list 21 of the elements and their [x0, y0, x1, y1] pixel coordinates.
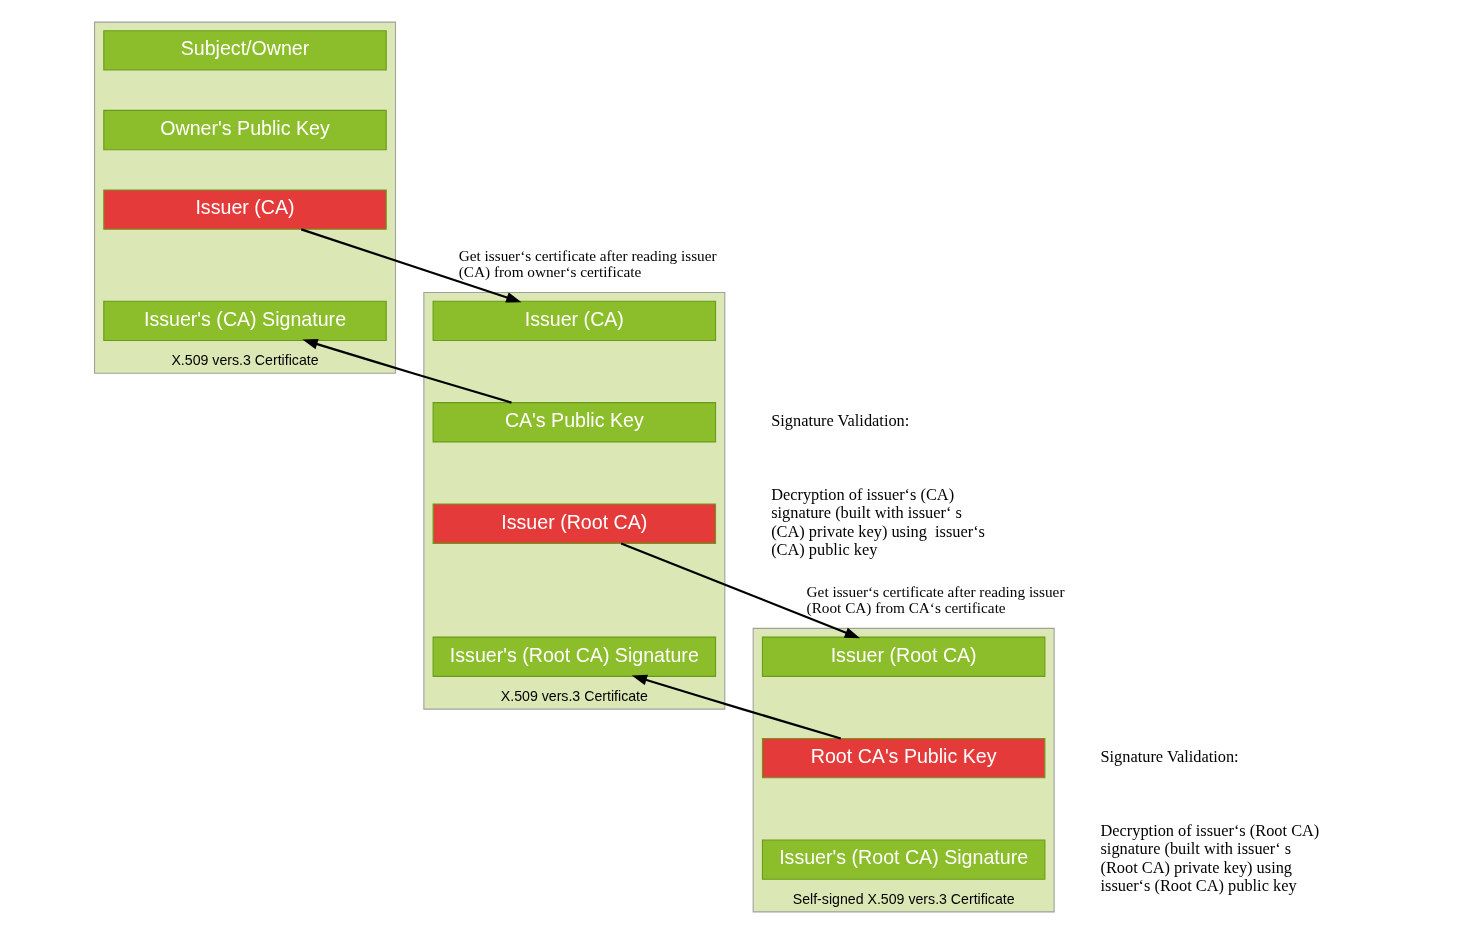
edge-label: Get issuer‘s certificate after reading issuer (CA) from owner‘s certificate — [458, 246, 717, 280]
node-box: Issuer (CA) — [432, 300, 717, 341]
edge-label: Get issuer‘s certificate after reading issuer (Root CA) from CA‘s certificate — [806, 582, 1065, 616]
node-box: Issuer (CA) — [103, 188, 387, 230]
node-box: CA's Public Key — [432, 401, 717, 442]
label: Signature Validation: — [771, 410, 910, 430]
node-box: Issuer's (Root CA) Signature — [432, 636, 717, 677]
node-box: Issuer's (Root CA) Signature — [761, 838, 1046, 880]
node-box: Owner's Public Key — [103, 109, 387, 150]
label: Signature Validation: — [1100, 746, 1239, 766]
node-box: Root CA's Public Key — [761, 737, 1046, 778]
label: Decryption of issuer‘s (Root CA) signature (built with issuer‘ s (Root CA) private key) using issuer‘s (Root CA) public key — [1100, 820, 1320, 895]
node-box: Issuer (Root CA) — [432, 503, 717, 544]
arrow — [631, 674, 842, 740]
label: Decryption of issuer‘s (CA) signature (built with issuer‘ s (CA) private key) using issuer‘s (CA) public key — [771, 484, 985, 559]
node-box: Issuer (Root CA) — [761, 636, 1046, 677]
node-box: Issuer's (CA) Signature — [103, 300, 387, 341]
arrow — [300, 227, 522, 303]
arrow — [620, 541, 861, 638]
arrow — [302, 338, 512, 404]
node-box: Subject/Owner — [103, 29, 387, 71]
